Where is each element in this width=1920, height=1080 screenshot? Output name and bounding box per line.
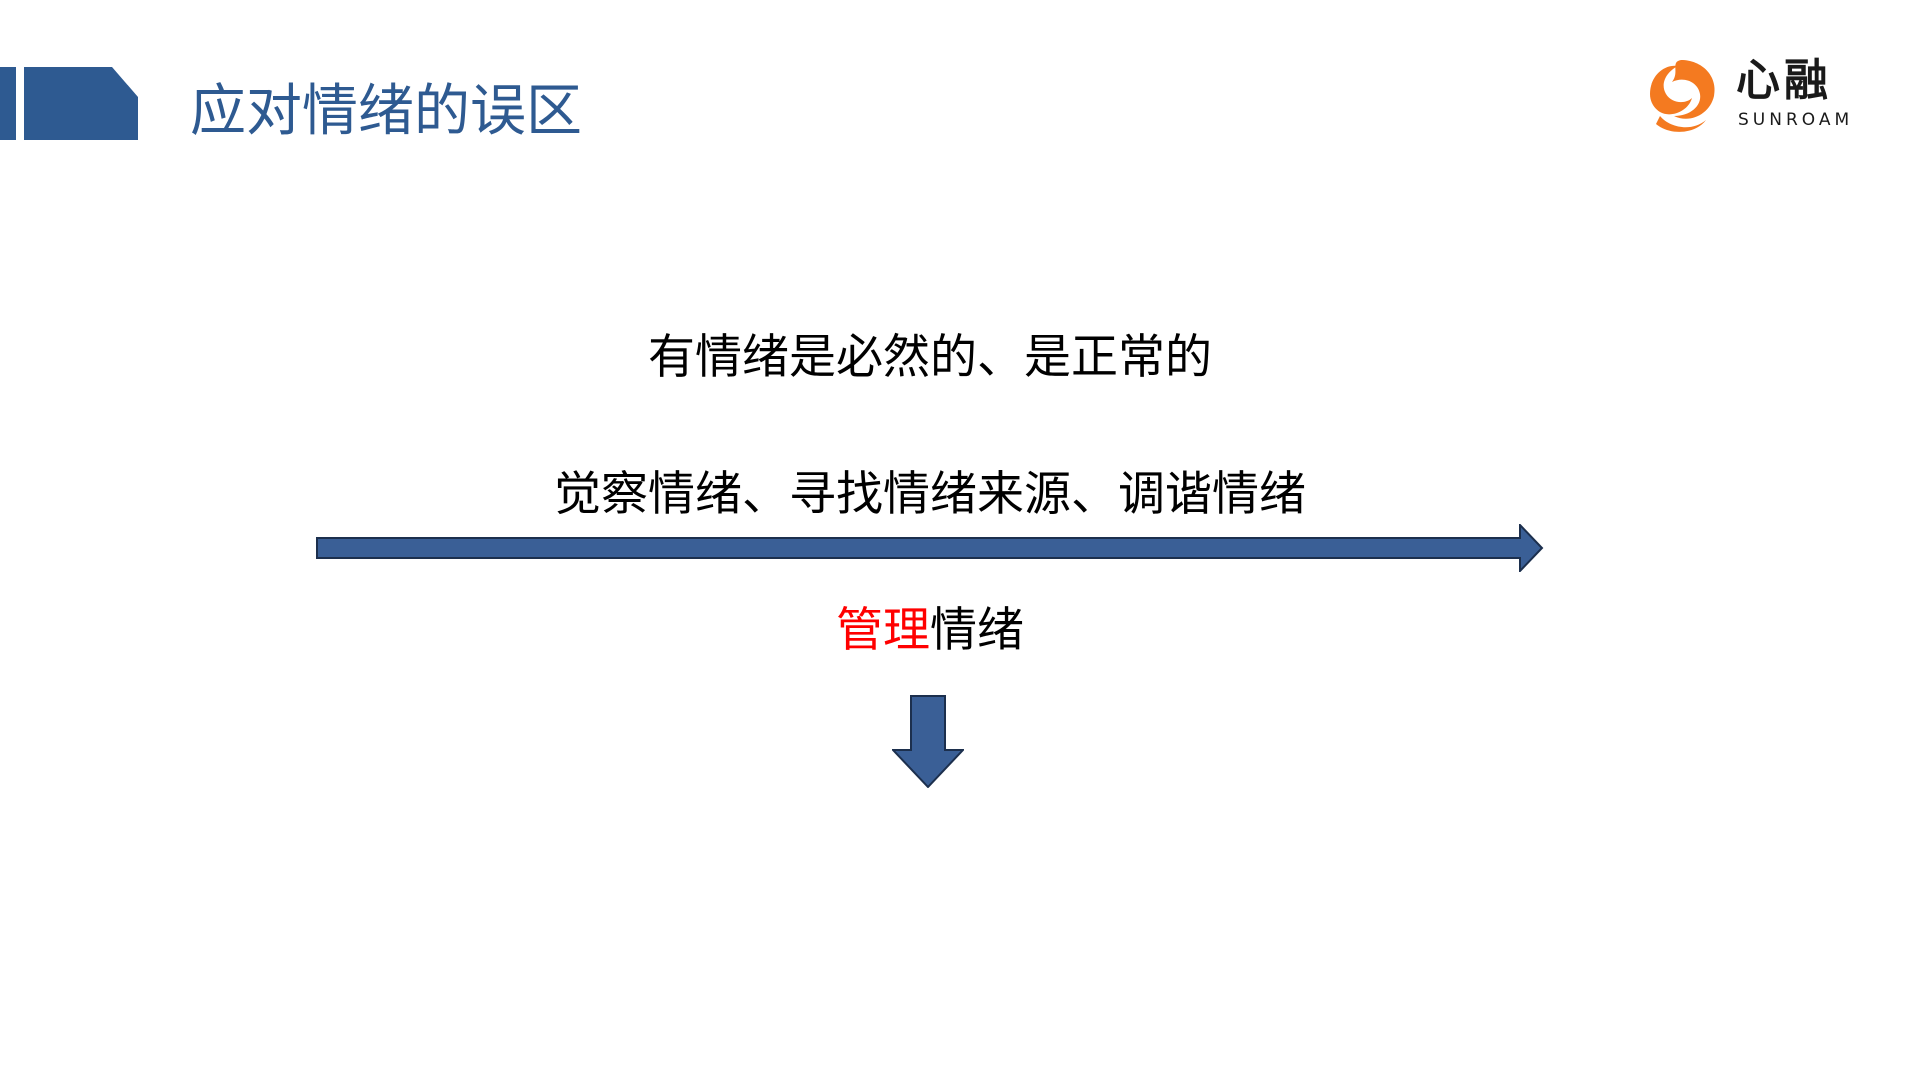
right-arrow-icon xyxy=(316,524,1544,572)
sun-swirl-icon xyxy=(1650,60,1715,132)
down-arrow-icon xyxy=(892,695,964,788)
logo-english-text: SUNROAM xyxy=(1738,110,1854,130)
page-title: 应对情绪的误区 xyxy=(190,79,582,144)
logo-chinese-text: 心融 xyxy=(1736,55,1832,106)
brand-logo: 心融 SUNROAM xyxy=(1640,50,1860,140)
statement-manage-emotions: 管理情绪 xyxy=(0,599,1860,663)
header-accent-bar xyxy=(0,67,138,140)
text-emotions: 情绪 xyxy=(930,603,1024,658)
statement-emotions-normal: 有情绪是必然的、是正常的 xyxy=(648,330,1212,385)
statement-emotion-steps: 觉察情绪、寻找情绪来源、调谐情绪 xyxy=(554,467,1306,522)
highlight-manage: 管理 xyxy=(836,603,930,658)
